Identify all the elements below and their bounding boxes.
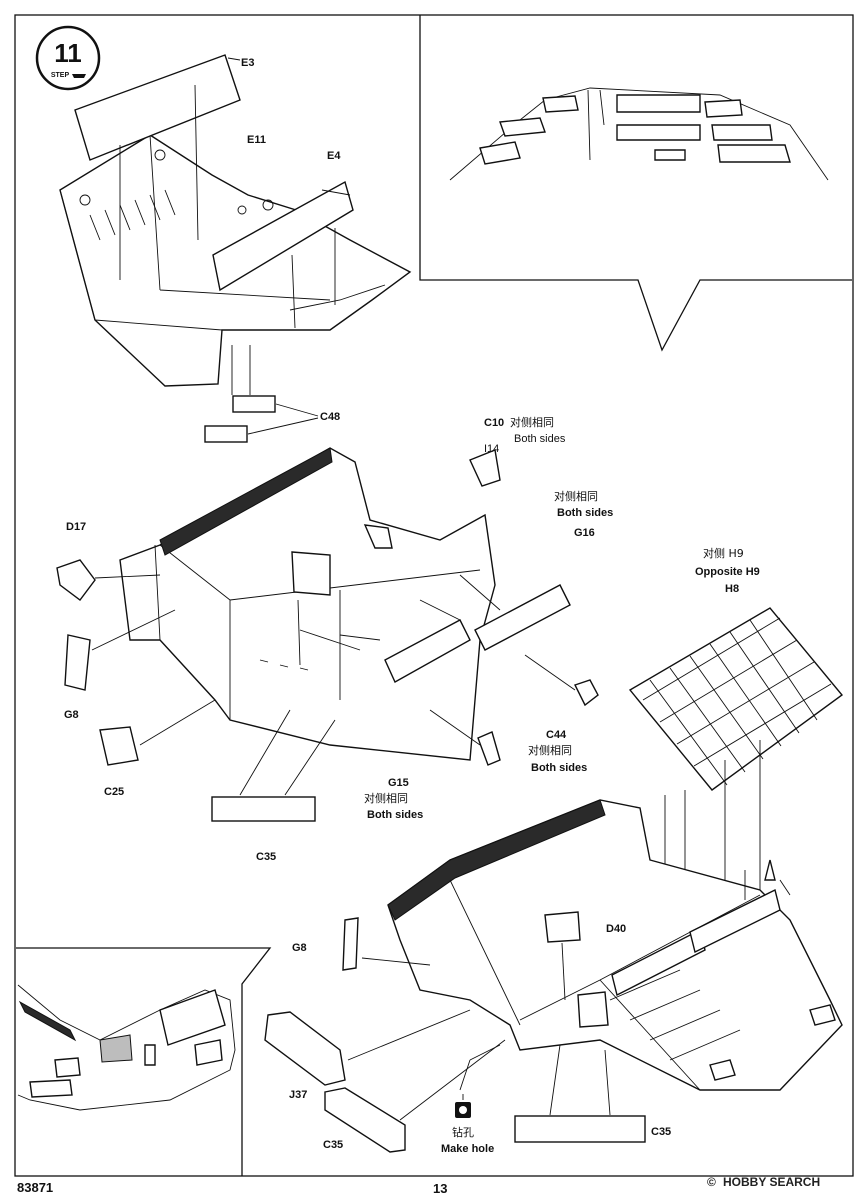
step-badge: 11 STEP (35, 25, 101, 91)
assembly-upper-hull (59, 54, 412, 443)
part-g16 (474, 584, 571, 651)
label-c35-left: C35 (323, 1139, 343, 1151)
label-g15: G15 (388, 777, 409, 789)
page-number: 13 (433, 1181, 447, 1196)
assembly-lower-hull (264, 799, 843, 1153)
label-j37: J37 (289, 1089, 307, 1101)
part-d40-small (291, 551, 331, 596)
part-c25 (99, 726, 139, 766)
opposite-h9: Opposite H9 (695, 566, 760, 578)
zh-both-3: 对侧相同 (528, 743, 572, 757)
label-i14: I14 (484, 443, 499, 455)
part-g8-top (64, 634, 91, 691)
watermark-symbol: © (707, 1175, 716, 1189)
part-g8-bottom (342, 917, 359, 971)
label-c48: C48 (320, 411, 340, 423)
both-sides-2: Both sides (557, 507, 613, 519)
both-sides-3: Both sides (531, 762, 587, 774)
label-d17: D17 (66, 521, 86, 533)
label-c10: C10 (484, 417, 504, 429)
part-j37 (264, 1011, 346, 1086)
assembly-middle-hull (56, 447, 599, 822)
detail-callout-top (419, 15, 852, 352)
make-hole: Make hole (441, 1143, 494, 1155)
label-c35-top: C35 (256, 851, 276, 863)
zh-both-1: 对侧相同 (510, 415, 554, 429)
part-c48-b (204, 425, 248, 443)
label-e4: E4 (327, 150, 341, 162)
label-e11: E11 (247, 134, 266, 146)
detail-callout-bottom (16, 947, 272, 1176)
zh-opposite: 对侧 H9 (703, 546, 744, 560)
label-g8-top: G8 (64, 709, 79, 721)
part-e3 (74, 54, 241, 161)
label-g8-bottom: G8 (292, 942, 307, 954)
part-c35-right (514, 1115, 646, 1143)
page-frame (14, 14, 854, 1177)
part-c35-top (211, 796, 316, 822)
part-d17 (56, 559, 96, 601)
label-g16: G16 (574, 527, 595, 539)
label-d40: D40 (606, 923, 626, 935)
part-c35-left (324, 1087, 406, 1153)
tank-icon (72, 74, 86, 78)
part-c10 (469, 449, 501, 487)
label-e3: E3 (241, 57, 254, 69)
both-sides-4: Both sides (367, 809, 423, 821)
label-c25: C25 (104, 786, 124, 798)
step-word: STEP (51, 72, 70, 79)
part-c44-b (477, 731, 501, 766)
zh-both-4: 对侧相同 (364, 791, 408, 805)
label-h8: H8 (725, 583, 739, 595)
label-c35-right: C35 (651, 1126, 671, 1138)
part-c44-a (574, 679, 599, 707)
part-g15 (384, 619, 471, 683)
make-hole-icon (455, 1094, 471, 1118)
zh-both-2: 对侧相同 (554, 489, 598, 503)
label-c44: C44 (546, 729, 567, 741)
part-c48-a (232, 395, 276, 413)
step-number: 11 (54, 38, 82, 68)
detail-bottom-preview (17, 984, 236, 1111)
part-e4 (212, 180, 354, 292)
watermark-text: HOBBY SEARCH (723, 1175, 820, 1189)
detail-top-preview (449, 87, 829, 181)
zh-make-hole: 钻孔 (452, 1125, 474, 1139)
part-d40 (544, 911, 581, 943)
both-sides-1: Both sides (514, 433, 566, 445)
product-code: 83871 (17, 1180, 53, 1195)
